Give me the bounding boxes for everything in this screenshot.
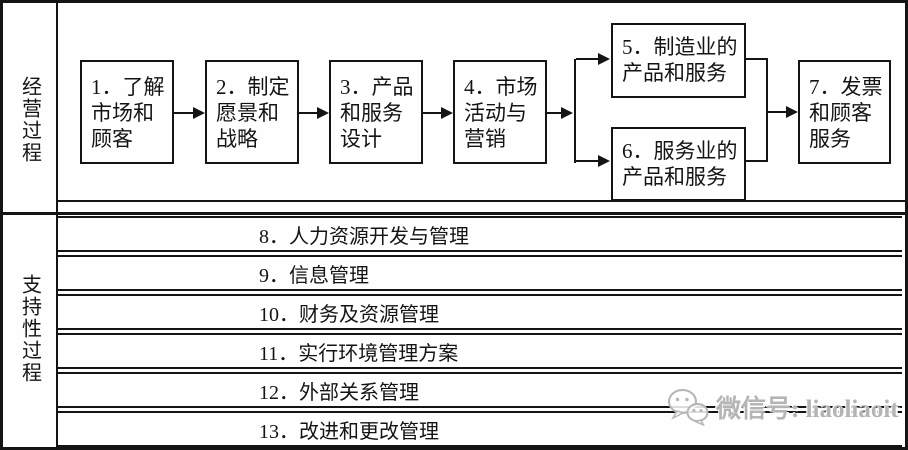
arrow-right-icon xyxy=(173,112,193,114)
flow-box-text: 5．制造业的 xyxy=(622,35,738,59)
section-divider-line xyxy=(3,212,905,215)
flow-box-5: 5．制造业的 产品和服务 xyxy=(611,23,746,98)
flow-box-text: 和服务 xyxy=(340,101,403,125)
support-row-label: 12．外部关系管理 xyxy=(259,381,419,404)
flow-box-1: 1．了解 市场和 顾客 xyxy=(80,60,174,164)
flow-box-text: 愿景和 xyxy=(216,101,279,125)
support-row-11: 11．实行环境管理方案 xyxy=(58,333,902,369)
flow-box-text: 1．了解 xyxy=(91,75,165,99)
section-label-support-process: 支持性过程 xyxy=(3,274,56,384)
support-row-label: 13．改进和更改管理 xyxy=(259,420,439,443)
flow-box-text: 和顾客 xyxy=(809,101,872,125)
arrow-right-icon xyxy=(576,160,598,162)
flow-box-text: 设计 xyxy=(340,127,382,151)
support-rows: 8．人力资源开发与管理 9．信息管理 10．财务及资源管理 11．实行环境管理方… xyxy=(58,216,902,447)
wechat-icon xyxy=(668,389,709,426)
column-divider-line xyxy=(56,3,58,447)
flow-box-3: 3．产品 和服务 设计 xyxy=(329,60,423,164)
flow-box-7: 7．发票 和顾客 服务 xyxy=(798,60,891,164)
support-row-label: 11．实行环境管理方案 xyxy=(259,342,459,365)
section-label-operating-process: 经营过程 xyxy=(3,76,56,164)
arrow-right-icon xyxy=(546,112,561,114)
arrow-right-icon xyxy=(576,58,598,60)
arrow-right-icon xyxy=(298,112,317,114)
flow-box-text: 6．服务业的 xyxy=(622,139,738,163)
section-label-text: 经营过程 xyxy=(18,76,41,164)
merge-connector-line xyxy=(766,58,768,162)
flow-box-text: 活动与 xyxy=(464,101,527,125)
watermark: 微信号: liaoliaoit xyxy=(667,385,899,429)
support-row-10: 10．财务及资源管理 xyxy=(58,294,902,330)
flow-box-2: 2．制定 愿景和 战略 xyxy=(205,60,299,164)
flow-box-4: 4．市场 活动与 营销 xyxy=(453,60,547,164)
merge-connector-line xyxy=(744,58,768,60)
flow-box-text: 战略 xyxy=(216,127,258,151)
flow-box-6: 6．服务业的 产品和服务 xyxy=(611,127,746,201)
section-label-text: 支持性过程 xyxy=(18,274,41,384)
merge-connector-line xyxy=(744,160,768,162)
flow-box-text: 产品和服务 xyxy=(622,61,727,85)
top-section-bottom-line xyxy=(58,200,905,202)
flow-box-text: 营销 xyxy=(464,127,506,151)
split-connector-line xyxy=(574,59,576,163)
support-row-13: 13．改进和更改管理 xyxy=(58,411,902,447)
flow-box-text: 产品和服务 xyxy=(622,165,727,189)
arrow-right-icon xyxy=(768,111,786,113)
support-row-label: 9．信息管理 xyxy=(259,264,369,287)
watermark-text: 微信号: liaoliaoit xyxy=(716,396,899,423)
flow-box-text: 7．发票 xyxy=(809,75,883,99)
flow-box-text: 4．市场 xyxy=(464,75,538,99)
flow-box-text: 市场和 xyxy=(91,101,154,125)
arrow-right-icon xyxy=(422,112,441,114)
support-row-12: 12．外部关系管理 xyxy=(58,372,902,408)
support-row-label: 10．财务及资源管理 xyxy=(259,303,439,326)
support-row-8: 8．人力资源开发与管理 xyxy=(58,216,902,252)
flow-box-text: 顾客 xyxy=(91,127,133,151)
flow-box-text: 服务 xyxy=(809,127,851,151)
flow-box-text: 3．产品 xyxy=(340,75,414,99)
support-row-label: 8．人力资源开发与管理 xyxy=(259,225,469,248)
support-row-9: 9．信息管理 xyxy=(58,255,902,291)
flow-box-text: 2．制定 xyxy=(216,75,290,99)
